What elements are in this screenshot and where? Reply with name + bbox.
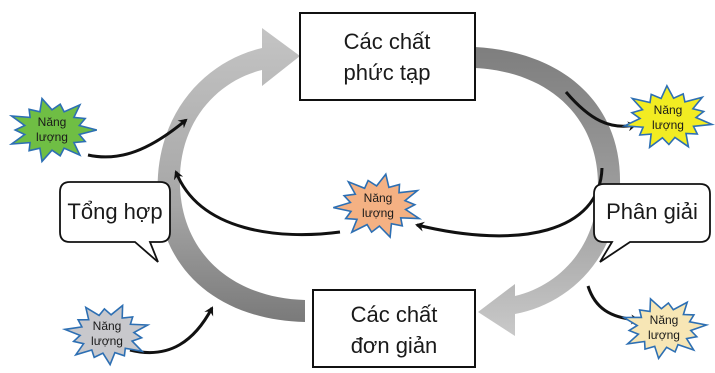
energy-out-arrow-bottom-right bbox=[586, 285, 640, 325]
energy-burst-green: Năng lượng bbox=[8, 96, 97, 164]
energy-label-line1: Năng bbox=[93, 319, 122, 333]
complex-label-line1: Các chất bbox=[344, 29, 431, 54]
energy-out-arrow-middle bbox=[415, 167, 604, 238]
energy-label-line2: lượng bbox=[648, 328, 680, 342]
energy-label-line1: Năng bbox=[654, 103, 683, 117]
energy-burst-cream: Năng lượng bbox=[621, 297, 710, 361]
energy-in-arrow-top-left bbox=[87, 118, 188, 159]
complex-label-line2: phức tạp bbox=[344, 60, 431, 85]
energy-label-line2: lượng bbox=[36, 130, 68, 144]
synthesis-callout: Tổng hợp bbox=[59, 181, 171, 263]
energy-label-line2: lượng bbox=[362, 206, 394, 220]
energy-label-line1: Năng bbox=[364, 191, 393, 205]
simple-substances-node: Các chất đơn giản bbox=[312, 289, 476, 368]
energy-burst-orange: Năng lượng bbox=[333, 172, 423, 239]
cycle-arrow-right bbox=[475, 47, 621, 336]
energy-label-line1: Năng bbox=[38, 115, 67, 129]
decomposition-label: Phân giải bbox=[606, 199, 698, 224]
decomposition-callout: Phân giải bbox=[593, 183, 711, 263]
cycle-arrow-left bbox=[157, 28, 305, 322]
simple-label-line2: đơn giản bbox=[351, 333, 438, 358]
energy-burst-gray: Năng lượng bbox=[61, 303, 151, 367]
energy-burst-yellow: Năng lượng bbox=[621, 84, 715, 150]
energy-label-line1: Năng bbox=[650, 313, 679, 327]
synthesis-label: Tổng hợp bbox=[67, 199, 162, 224]
energy-in-arrow-middle bbox=[173, 170, 341, 237]
complex-substances-node: Các chất phức tạp bbox=[299, 12, 476, 101]
simple-label-line1: Các chất bbox=[351, 302, 438, 327]
energy-label-line2: lượng bbox=[91, 334, 123, 348]
energy-in-arrow-bottom-left bbox=[129, 306, 214, 355]
energy-label-line2: lượng bbox=[652, 118, 684, 132]
